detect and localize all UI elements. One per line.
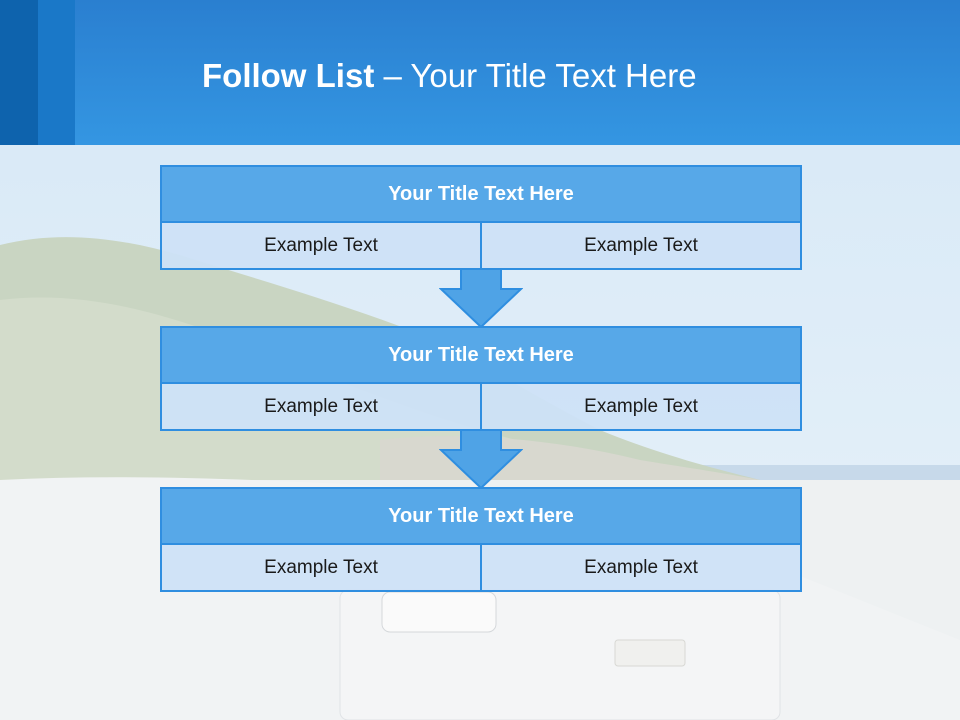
step-right-text: Example Text [480,543,802,592]
step-row: Example Text Example Text [160,543,802,592]
step-block: Your Title Text Here Example Text Exampl… [160,165,802,270]
step-left-text: Example Text [160,221,482,270]
step-block: Your Title Text Here Example Text Exampl… [160,326,802,431]
down-arrow-icon [439,429,523,490]
step-block: Your Title Text Here Example Text Exampl… [160,487,802,592]
step-row: Example Text Example Text [160,382,802,431]
step-title: Your Title Text Here [160,487,802,545]
slide-title-rest: – Your Title Text Here [374,57,697,94]
step-left-text: Example Text [160,543,482,592]
slide-title: Follow List – Your Title Text Here [202,52,697,102]
step-left-text: Example Text [160,382,482,431]
step-title: Your Title Text Here [160,326,802,384]
step-right-text: Example Text [480,382,802,431]
step-title: Your Title Text Here [160,165,802,223]
banner-accent-stripe [0,0,38,145]
title-banner: Follow List – Your Title Text Here [0,0,960,145]
step-row: Example Text Example Text [160,221,802,270]
down-arrow-icon [439,268,523,329]
slide-title-bold: Follow List [202,57,375,94]
banner-accent-stripe [38,0,75,145]
step-right-text: Example Text [480,221,802,270]
